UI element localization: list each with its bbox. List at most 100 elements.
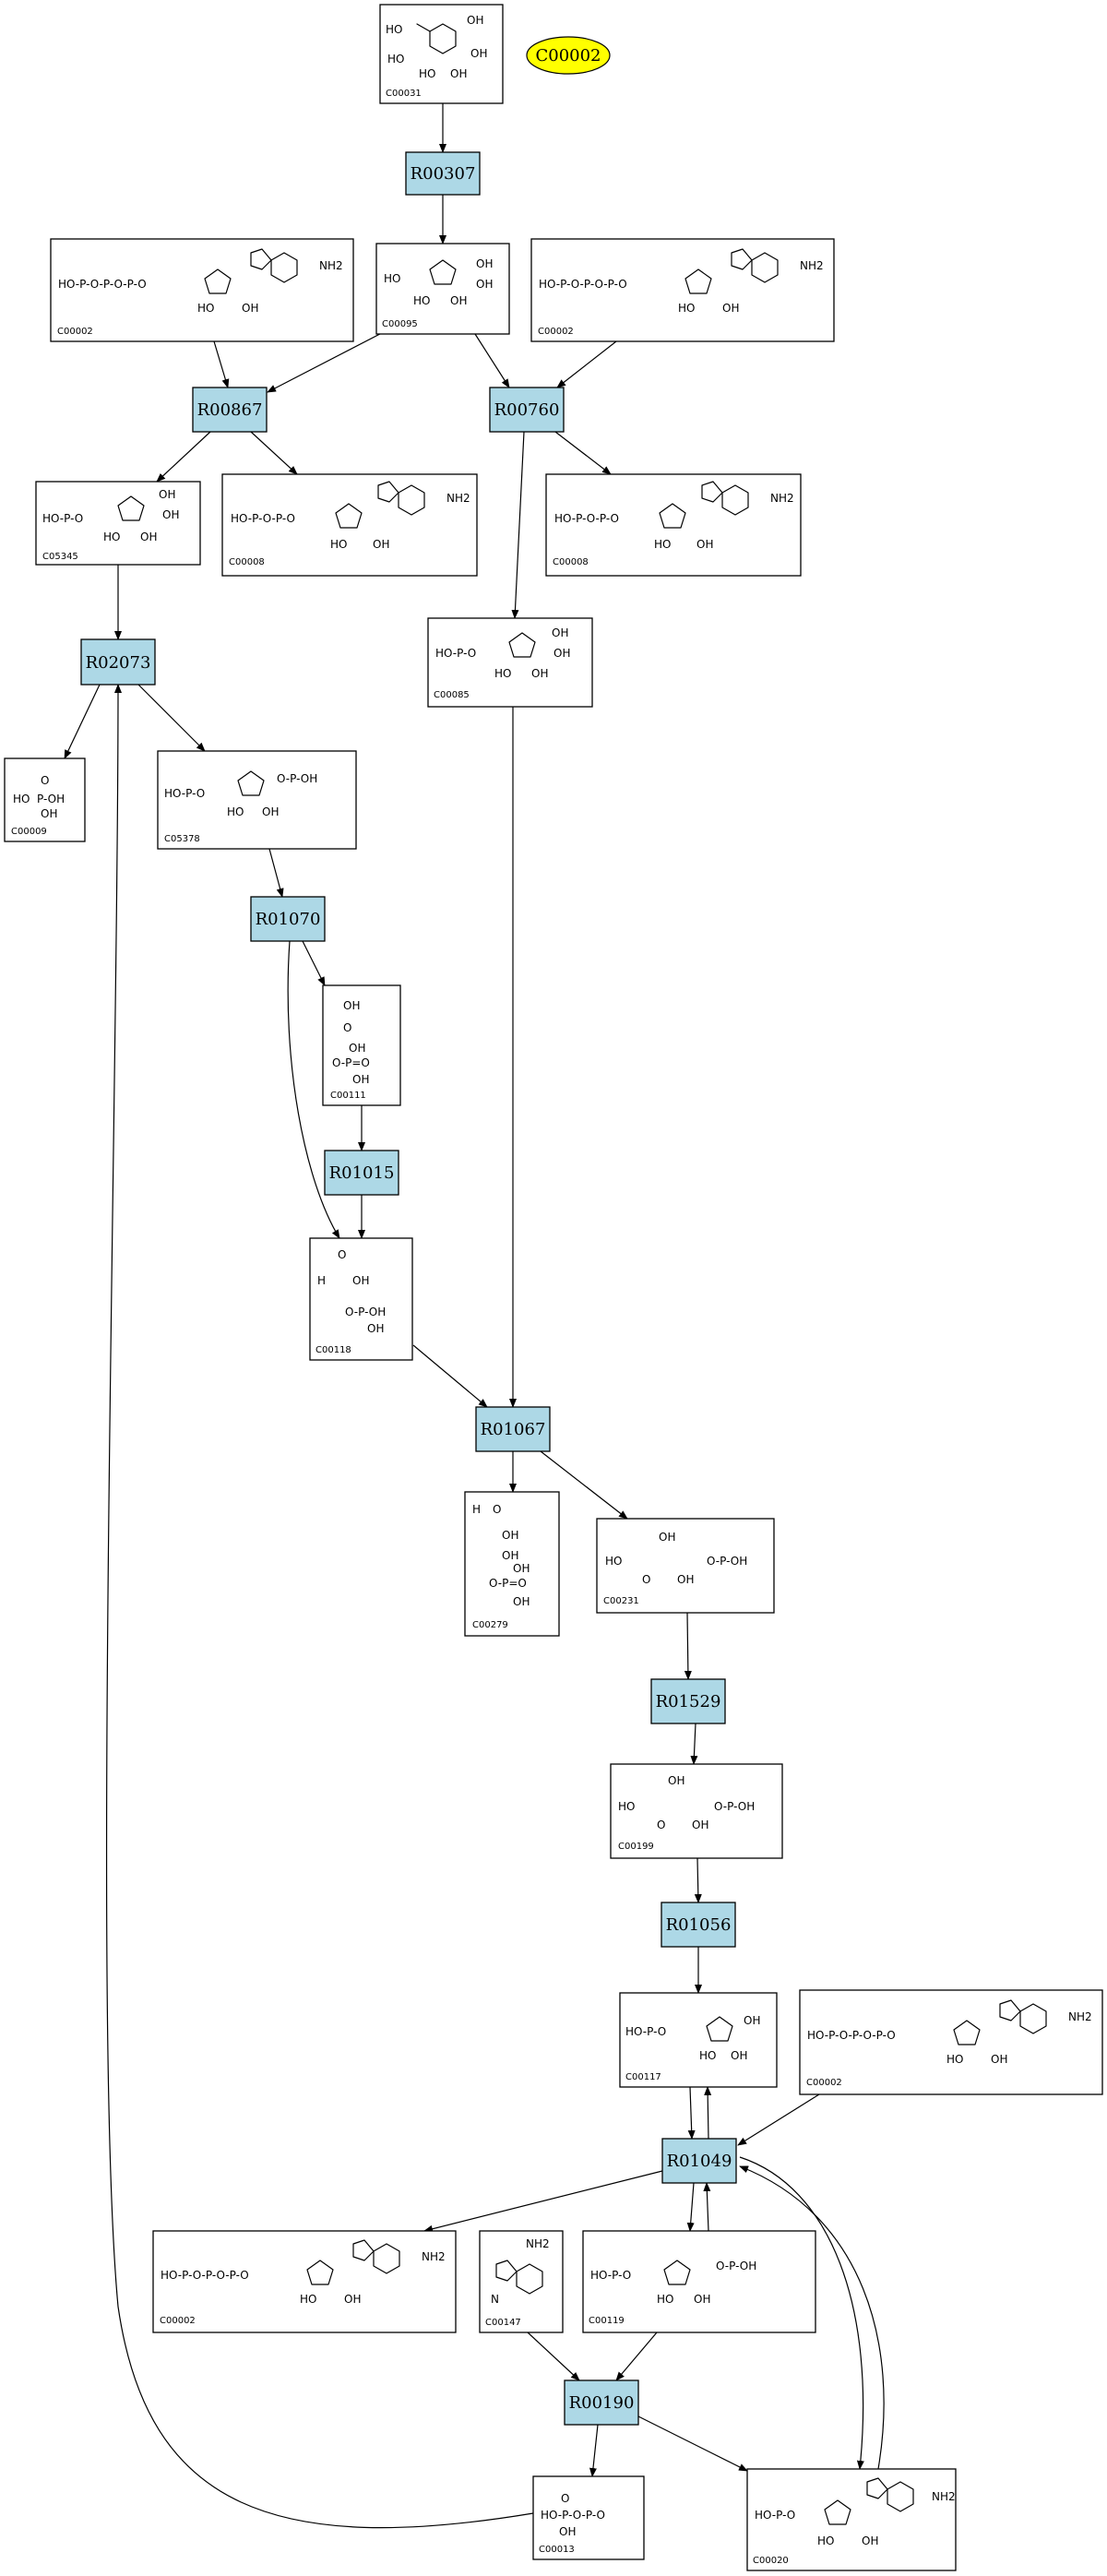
atom-label: HO-P-O-P-O-P-O [58, 278, 147, 291]
atom-label: HO [678, 302, 695, 315]
atom-label: OH [513, 1595, 530, 1608]
edge-c00199-r01056 [694, 1857, 702, 1903]
compound-c00008-b[interactable]: HO-P-O-P-O NH2 HO OH C00008 [545, 473, 802, 577]
compound-c00002-a[interactable]: HO-P-O-P-O-P-O NH2 HO OH C00002 [50, 238, 354, 342]
edge-c00118-r01067 [412, 1344, 488, 1408]
compound-c00008-a[interactable]: HO-P-O-P-O NH2 HO OH C00008 [221, 473, 478, 577]
edge-c00020-r01049 [739, 2165, 885, 2470]
atom-label: HO-P-O-P-O [554, 512, 619, 525]
reaction-r01070[interactable]: R01070 [250, 896, 326, 942]
compound-id: C00008 [553, 557, 589, 567]
edge-r01070-c00118 [287, 940, 340, 1239]
edge-c00147-r00190 [527, 2332, 580, 2381]
compound-c00118[interactable]: O H OH O-P-OH OH C00118 [309, 1237, 413, 1361]
compound-c00002-b[interactable]: HO-P-O-P-O-P-O NH2 HO OH C00002 [530, 238, 835, 342]
edge-r02073-c05378 [137, 684, 206, 752]
compound-c00031[interactable]: HO OH HO OH HO OH C00031 [379, 4, 504, 104]
atom-label: OH [554, 647, 570, 660]
atom-label: OH [552, 626, 568, 639]
compound-c00111[interactable]: OH O OH O-P=O OH C00111 [322, 984, 401, 1106]
reaction-label: R01070 [256, 910, 321, 929]
atom-label: H [472, 1503, 481, 1516]
atom-label: NH2 [422, 2250, 446, 2263]
atom-label: OH [559, 2525, 576, 2538]
atom-label: O-P-OH [716, 2260, 756, 2272]
atom-label: NH2 [319, 259, 343, 272]
atom-label: HO-P-O [755, 2509, 795, 2522]
compound-c05378[interactable]: HO-P-O O-P-OH HO OH C05378 [157, 750, 357, 850]
edge-r01067-c00231 [540, 1450, 628, 1520]
reaction-r00190[interactable]: R00190 [564, 2379, 639, 2426]
compound-c00231[interactable]: HO OH O-P-OH O OH C00231 [596, 1518, 775, 1614]
edge-r01049-c00020 [739, 2156, 864, 2470]
compound-c00199[interactable]: HO OH O-P-OH O OH C00199 [610, 1763, 783, 1859]
reaction-r00867[interactable]: R00867 [192, 387, 268, 433]
atom-label: NH2 [932, 2490, 956, 2503]
reaction-r01056[interactable]: R01056 [661, 1902, 736, 1948]
atom-label: OH [343, 999, 360, 1012]
compound-c00147[interactable]: NH2 N C00147 [479, 2230, 564, 2333]
reaction-label: R02073 [86, 653, 151, 673]
atom-label: OH [470, 47, 487, 60]
reaction-label: R00307 [411, 164, 476, 184]
atom-label: O [41, 774, 49, 787]
atom-label: OH [450, 67, 467, 80]
edge-r00867-c00008a [250, 431, 298, 475]
compound-id: C00111 [330, 1091, 366, 1101]
atom-label: OH [722, 302, 739, 315]
atom-label: HO-P-O [42, 512, 83, 525]
compound-c00020[interactable]: HO-P-O NH2 HO OH C00020 [746, 2468, 957, 2571]
edge-r00190-c00020 [636, 2415, 748, 2472]
reaction-r01067[interactable]: R01067 [475, 1406, 551, 1452]
atom-label: HO [654, 538, 671, 551]
atom-label: O-P=O [332, 1056, 370, 1069]
compound-c00095[interactable]: HO OH OH HO OH C00095 [375, 243, 510, 335]
compound-id: C00199 [618, 1842, 654, 1852]
edge-r00760-c00008b [554, 431, 612, 475]
cofactor-c00002[interactable]: C00002 [526, 36, 611, 75]
reaction-r02073[interactable]: R02073 [80, 638, 156, 686]
compound-c00013[interactable]: HO-P-O-P-O O OH C00013 [532, 2475, 645, 2560]
reaction-r01049[interactable]: R01049 [661, 2138, 737, 2184]
edge-c00095-r00760 [474, 333, 510, 388]
atom-label: HO [300, 2293, 316, 2306]
compound-c00279[interactable]: H O OH OH OH O-P=O OH C00279 [464, 1491, 560, 1637]
reaction-r00760[interactable]: R00760 [489, 387, 565, 433]
atom-label: HO [330, 538, 347, 551]
compound-c00085[interactable]: HO-P-O OH OH HO OH C00085 [427, 617, 593, 708]
reaction-label: R01056 [666, 1915, 732, 1935]
compound-c00117[interactable]: HO-P-O OH HO OH C00117 [619, 1992, 778, 2088]
atom-label: OH [349, 1042, 365, 1055]
atom-label: HO [494, 667, 511, 680]
atom-label: HO [419, 67, 435, 80]
compound-id: C00095 [382, 319, 418, 329]
edge-c00002a-r00867 [213, 340, 230, 388]
edge-r00867-c05345 [156, 431, 211, 483]
edges [64, 103, 885, 2529]
atom-label: OH [140, 531, 157, 543]
compound-c00002-d[interactable]: HO-P-O-P-O-P-O NH2 HO OH C00002 [152, 2230, 457, 2333]
atom-label: OH [668, 1774, 684, 1787]
atom-label: HO-P-O-P-O [231, 512, 295, 525]
atom-label: O-P-OH [277, 772, 317, 785]
atom-label: HO-P-O-P-O [541, 2509, 605, 2522]
compound-id: C00020 [753, 2556, 789, 2566]
edge-c00119-r01049 [703, 2182, 711, 2232]
atom-label: H [317, 1274, 326, 1287]
atom-label: O [657, 1819, 665, 1831]
reaction-r01529[interactable]: R01529 [650, 1678, 726, 1724]
edge-c05378-r01070 [268, 848, 284, 898]
edge-r00760-c00085 [511, 431, 525, 619]
atom-label: O [561, 2492, 569, 2505]
compound-c00002-c[interactable]: HO-P-O-P-O-P-O NH2 HO OH C00002 [799, 1989, 1103, 2095]
atom-label: HO-P-O-P-O-P-O [161, 2269, 249, 2282]
compound-c00009[interactable]: HO P-OH O OH C00009 [4, 757, 86, 842]
compound-id: C00117 [625, 2072, 661, 2082]
atom-label: HO-P-O [590, 2269, 631, 2282]
compound-c05345[interactable]: HO-P-O OH OH HO OH C05345 [35, 481, 201, 566]
reaction-r00307[interactable]: R00307 [405, 151, 481, 196]
compound-c00119[interactable]: HO-P-O O-P-OH HO OH C00119 [582, 2230, 816, 2333]
atom-label: P-OH [37, 793, 65, 805]
reaction-r01015[interactable]: R01015 [324, 1150, 399, 1196]
reaction-label: R01529 [656, 1692, 721, 1711]
